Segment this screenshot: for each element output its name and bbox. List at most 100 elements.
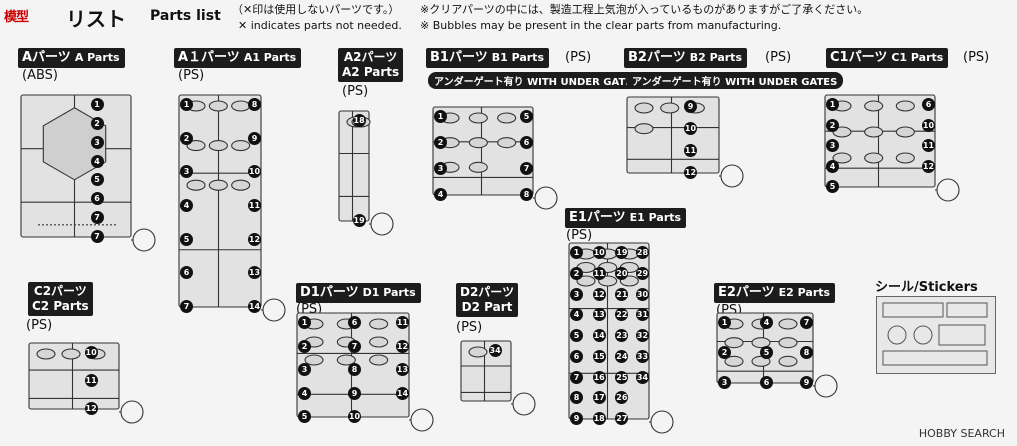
runner-label-jp: A１パーツ: [178, 50, 240, 65]
part-number: 4: [90, 154, 104, 168]
part-number: 13: [592, 308, 606, 322]
runner-material-a1: (PS): [178, 68, 205, 83]
part-number: 11: [922, 139, 935, 152]
runner-label-en: B1 Parts: [491, 51, 544, 64]
part-number: 3: [434, 162, 447, 175]
part-number: 4: [298, 386, 311, 400]
part-number: 3: [298, 363, 311, 376]
part-number: 7: [800, 316, 813, 329]
part-number: 7: [570, 370, 583, 384]
part-number: 6: [570, 349, 583, 363]
runner-diagram-d2: 34: [458, 338, 538, 418]
part-number: 10: [684, 122, 697, 135]
part-number: 15: [592, 349, 606, 363]
part-number: 5: [90, 173, 104, 187]
part-number: 14: [592, 329, 606, 342]
part-number: 2: [570, 266, 583, 280]
part-number: 30: [636, 287, 649, 301]
part-number: 6: [760, 376, 773, 389]
part-number: 8: [248, 98, 261, 111]
part-number: 2: [298, 339, 311, 353]
part-number: 34: [488, 344, 502, 357]
stickers-label: シール/Stickers: [875, 280, 978, 295]
part-number: 11: [684, 144, 697, 157]
runner-label-en: D1 Parts: [362, 286, 416, 299]
part-number: 24: [615, 349, 629, 363]
part-number: 18: [352, 114, 366, 127]
runner-label-en: C2 Parts: [32, 299, 89, 313]
runner-material-e1: (PS): [566, 228, 593, 243]
part-number: 4: [760, 316, 773, 329]
under-gate-note-b1: アンダーゲート有り WITH UNDER GATES: [428, 72, 646, 89]
part-number: 13: [248, 266, 261, 280]
part-number: 6: [922, 98, 935, 111]
part-number: 9: [684, 100, 697, 113]
runner-label-en: B2 Parts: [689, 51, 742, 64]
part-number: 9: [248, 131, 261, 145]
part-number: 3: [570, 287, 583, 301]
note-bubbles-en: ※ Bubbles may be present in the clear pa…: [420, 19, 782, 32]
runner-label-en: D2 Part: [461, 300, 513, 314]
part-number: 9: [570, 412, 583, 425]
part-number: 26: [615, 391, 629, 405]
part-number: 22: [615, 308, 629, 322]
part-number: 2: [718, 346, 731, 359]
part-number: 28: [636, 246, 649, 259]
runner-label-jp: C1パーツ: [830, 50, 888, 65]
part-number: 3: [718, 376, 731, 389]
part-number: 23: [615, 329, 629, 342]
part-number: 14: [248, 300, 261, 313]
note-not-needed-en: ✕ indicates parts not needed.: [238, 19, 402, 32]
part-number: 32: [636, 329, 649, 342]
part-number: 9: [800, 376, 813, 389]
part-number: 1: [90, 98, 104, 111]
runner-label-en: A Parts: [74, 51, 120, 64]
runner-label-jp: E2パーツ: [718, 285, 775, 300]
part-number: 7: [180, 300, 193, 313]
part-number: 12: [922, 159, 935, 173]
runner-material-d2: (PS): [456, 320, 483, 335]
part-number: 10: [592, 246, 606, 259]
part-number: 29: [636, 266, 649, 280]
part-number: 6: [180, 266, 193, 280]
runner-label-jp: D2パーツ: [460, 285, 515, 299]
part-number: 11: [248, 199, 261, 212]
part-number: 4: [570, 308, 583, 322]
part-number: 19: [615, 246, 629, 259]
part-number: 6: [348, 316, 361, 329]
runner-label-en: E2 Parts: [778, 286, 831, 299]
site-logo: 模型: [4, 10, 29, 25]
runner-label-jp: A2パーツ: [343, 50, 398, 64]
runner-label-jp: D1パーツ: [300, 285, 359, 300]
under-gate-note-b2: アンダーゲート有り WITH UNDER GATES: [626, 72, 844, 89]
part-number: 4: [434, 188, 447, 201]
part-number: 4: [180, 199, 193, 212]
part-number: 13: [396, 363, 409, 376]
part-number: 21: [615, 287, 629, 301]
part-number: 7: [90, 230, 104, 243]
part-number: 1: [180, 98, 193, 111]
part-number: 18: [592, 412, 606, 425]
part-number: 3: [90, 135, 104, 149]
note-not-needed-jp: （✕印は使用しないパーツです。）: [232, 3, 400, 16]
runner-material-a: (ABS): [22, 68, 58, 83]
watermark: HOBBY SEARCH: [918, 427, 1005, 440]
runner-material-b2: (PS): [765, 50, 792, 65]
part-number: 1: [570, 246, 583, 259]
part-number: 5: [826, 180, 839, 193]
part-number: 11: [592, 266, 606, 280]
runner-material-c2: (PS): [26, 318, 53, 333]
part-number: 5: [570, 329, 583, 342]
